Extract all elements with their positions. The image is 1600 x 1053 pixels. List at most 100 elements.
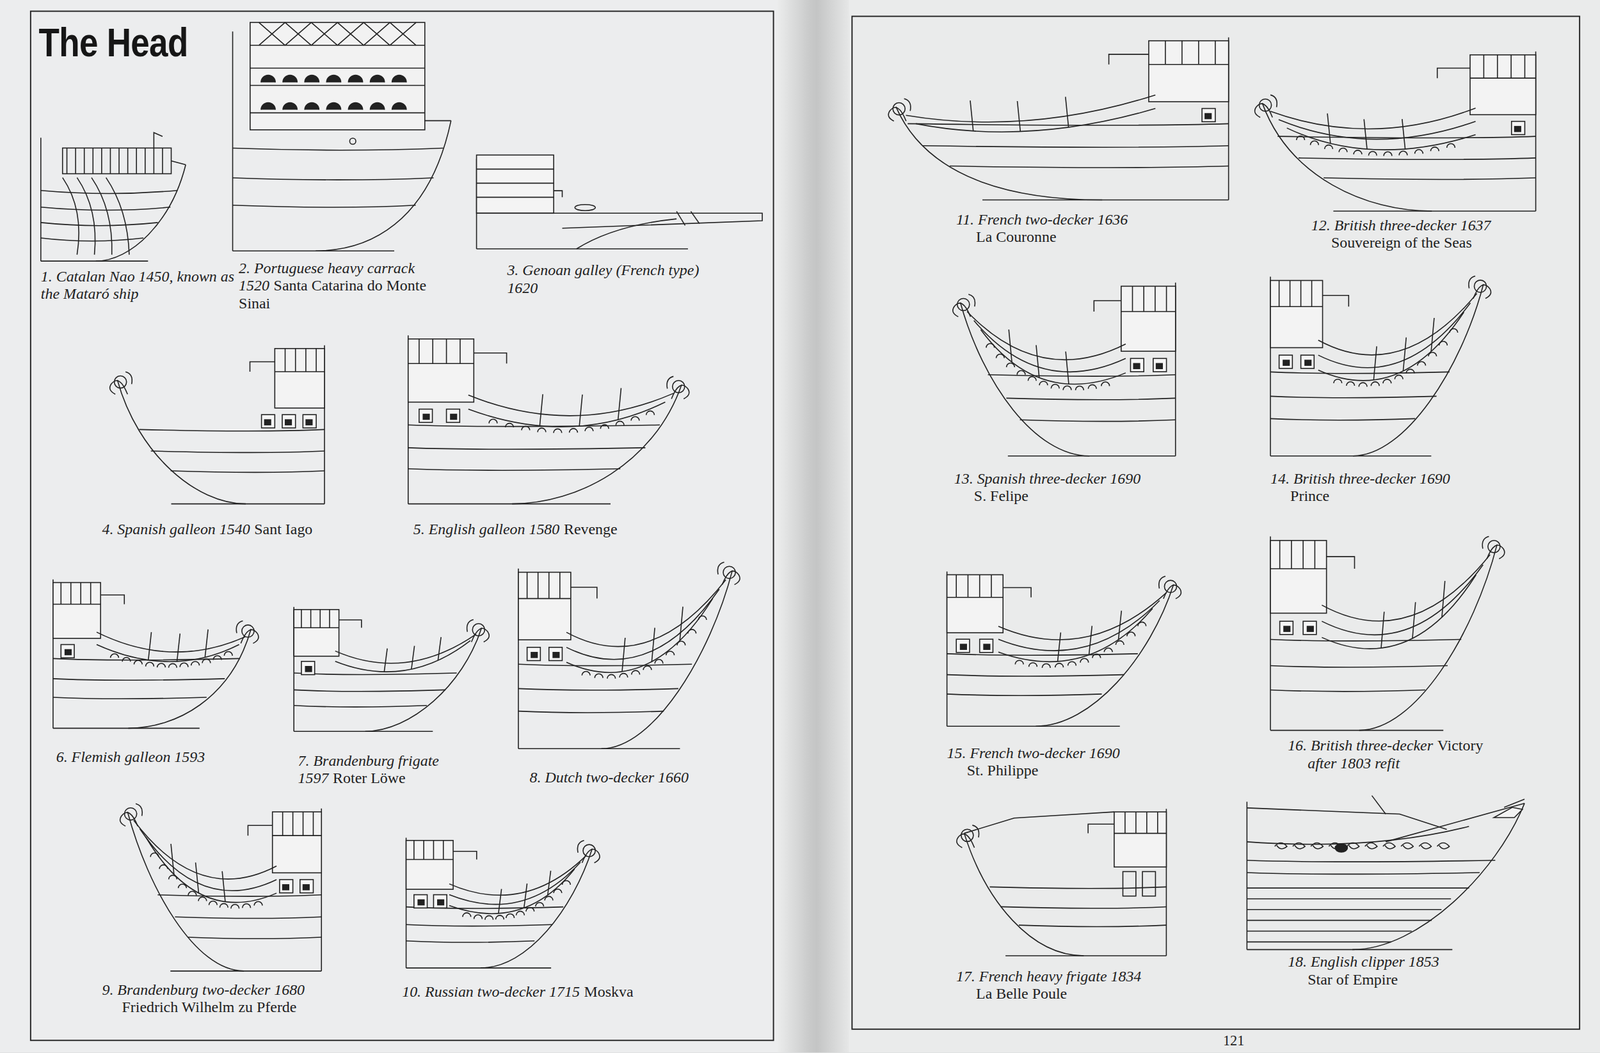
head-timber xyxy=(618,388,622,420)
base-line xyxy=(1270,455,1432,457)
head-rail xyxy=(967,311,1126,360)
ship-name: La Belle Poule xyxy=(976,985,1202,1003)
head-timber xyxy=(1017,101,1021,132)
figurehead-scroll xyxy=(666,376,674,389)
gun xyxy=(1514,126,1522,132)
gun xyxy=(1307,626,1314,632)
deck-line xyxy=(1114,833,1167,835)
stanchion xyxy=(1135,812,1137,834)
stem-line xyxy=(315,120,452,252)
figurehead-scroll xyxy=(125,371,132,384)
stem-line xyxy=(576,218,677,249)
cathead xyxy=(100,595,125,605)
base-line xyxy=(406,967,552,969)
hawse-hole xyxy=(1335,844,1348,853)
cathead xyxy=(473,353,507,364)
stanchion xyxy=(83,147,86,174)
ship-head-drawing xyxy=(518,562,740,749)
ship-name: Prince xyxy=(1290,487,1506,505)
bulwark-line xyxy=(964,812,1115,834)
carved-scroll xyxy=(224,652,233,656)
head-timber xyxy=(1036,345,1040,379)
head-timber xyxy=(1327,113,1331,144)
wale-line xyxy=(53,697,207,699)
wale-line xyxy=(518,688,679,690)
wale-line xyxy=(170,471,325,473)
page-number: 121 xyxy=(1223,1033,1245,1051)
gun-port xyxy=(446,409,461,424)
figure-caption: 5. English galleon 1580Revenge xyxy=(413,521,710,539)
stanchion xyxy=(967,574,969,598)
carved-scroll xyxy=(581,671,591,676)
carved-scroll xyxy=(1016,370,1026,375)
scroll xyxy=(1383,843,1396,850)
stanchion xyxy=(60,583,62,605)
figurehead-scroll xyxy=(671,385,690,399)
arch xyxy=(304,102,319,110)
head-rail xyxy=(974,320,1126,372)
wale-line xyxy=(947,675,1125,677)
base-line xyxy=(1270,730,1444,732)
wale-line xyxy=(1000,906,1167,909)
stanchion xyxy=(118,147,120,174)
stanchion xyxy=(1157,812,1159,834)
carved-scroll xyxy=(600,424,609,429)
gun-port xyxy=(1130,358,1144,372)
gun xyxy=(960,644,968,650)
scroll xyxy=(1274,843,1288,850)
gun-port xyxy=(1279,355,1293,369)
base-line xyxy=(170,970,322,973)
base-line xyxy=(232,250,395,252)
wale-line xyxy=(53,679,225,681)
carved-scroll xyxy=(133,660,143,665)
carved-scroll xyxy=(537,428,546,432)
arch xyxy=(348,75,363,83)
carved-scroll xyxy=(1428,352,1437,357)
head-rail xyxy=(139,829,277,892)
carved-scroll xyxy=(1399,151,1408,155)
head-timber xyxy=(170,844,175,875)
head-timber xyxy=(524,883,528,909)
stanchion xyxy=(1279,540,1281,569)
caption-text: 18. English clipper 1853 xyxy=(1287,954,1439,971)
base-line xyxy=(1246,949,1453,952)
arch xyxy=(282,102,297,110)
carved-scroll xyxy=(569,428,578,433)
figurehead xyxy=(1493,807,1523,818)
carved-scroll xyxy=(1088,384,1097,389)
deck-line xyxy=(518,598,571,600)
head-timber xyxy=(204,629,208,658)
deck-house-line xyxy=(476,197,555,199)
lattice xyxy=(389,22,416,46)
deck-line xyxy=(53,604,101,606)
stanchion xyxy=(1143,286,1145,312)
stanchion xyxy=(101,147,103,174)
figurehead-scroll xyxy=(1159,576,1166,589)
ship-name: Souvereign of the Seas xyxy=(1331,234,1547,253)
carved-scroll xyxy=(561,881,571,886)
bulkhead xyxy=(1470,55,1536,116)
caption-text: 17. French heavy frigate 1834 xyxy=(956,968,1142,985)
caption-text: 8. Dutch two-decker 1660 xyxy=(529,769,688,786)
cathead xyxy=(339,620,362,628)
wale-line xyxy=(293,673,457,675)
stanchion xyxy=(1314,540,1316,569)
caption-text: 6. Flemish galleon 1593 xyxy=(56,748,206,766)
gun xyxy=(303,885,310,891)
figure-caption: 2. Portuguese heavy carrack 1520Santa Ca… xyxy=(238,260,448,313)
lattice xyxy=(284,22,312,46)
stanchion xyxy=(1132,286,1134,312)
wale-line xyxy=(232,205,416,208)
head-rail xyxy=(335,634,477,664)
carved-scroll xyxy=(157,663,166,668)
wale-line xyxy=(406,924,553,927)
scroll xyxy=(1418,843,1432,850)
gun xyxy=(437,900,445,906)
gun xyxy=(282,885,290,891)
gun-port xyxy=(300,880,314,894)
wale-line xyxy=(406,941,536,943)
base-line xyxy=(518,748,680,750)
plank-line xyxy=(40,222,159,226)
ship-name: Friedrich Wilhelm zu Pferde xyxy=(122,999,348,1017)
